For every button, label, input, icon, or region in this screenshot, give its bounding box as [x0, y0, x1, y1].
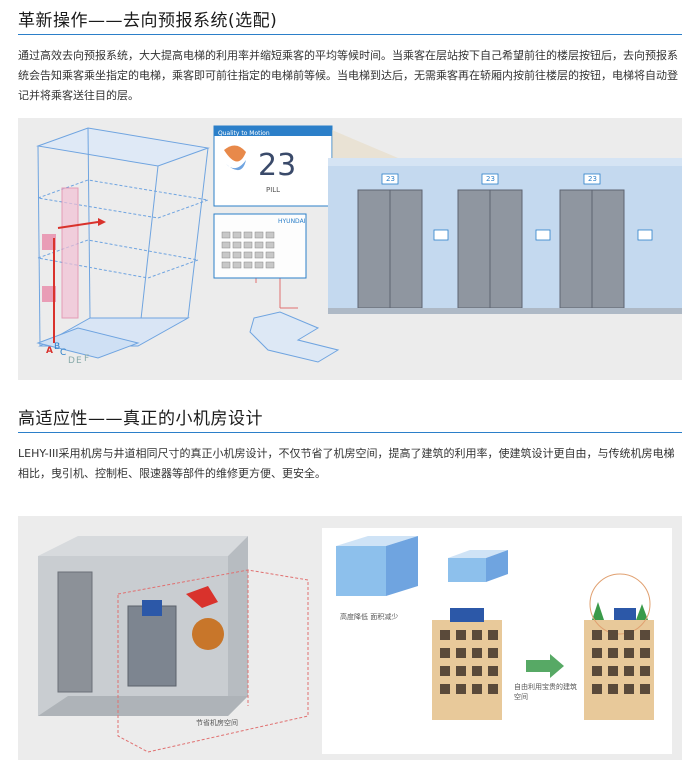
- motor-unit: [142, 600, 162, 616]
- destination-forecast-illustration: [36, 125, 682, 363]
- tree-icon: [592, 602, 604, 620]
- section2-title: 高适应性——真正的小机房设计: [18, 409, 263, 429]
- building-right: [584, 573, 654, 720]
- shaft-floor-plan: [36, 327, 140, 359]
- door-display-2: 23: [486, 175, 495, 183]
- floor-letter-e: E: [76, 356, 82, 366]
- governor-wheel: [192, 618, 224, 650]
- keypad-buttons: [221, 231, 275, 269]
- traction-machine: [127, 605, 177, 687]
- forecast-screen: [213, 125, 333, 207]
- green-arrow: [526, 654, 564, 678]
- machine-room-illustration: [38, 528, 672, 754]
- control-cabinet: [57, 571, 93, 693]
- floor-letter-b: B: [54, 342, 61, 352]
- roof-machine-room: [450, 608, 484, 622]
- room-saving-label: 节省机房空间: [196, 719, 238, 727]
- logo-icon: [224, 145, 246, 162]
- lobby-floor-plan: [249, 311, 340, 363]
- floor-letter-f: F: [84, 354, 90, 364]
- floor-letter-c: C: [60, 348, 67, 358]
- destination-forecast-figure: Quality to Motion 23 PILL HYUNDAI A B C …: [18, 118, 682, 380]
- floor-letter-a: A: [46, 346, 53, 356]
- free-space-label: 自由利用宝贵的建筑空间: [514, 683, 577, 701]
- car-marker-1: [42, 286, 56, 302]
- space-saving-outline: [117, 569, 309, 753]
- freed-space-circle: [589, 573, 651, 635]
- screen-sub-label: PILL: [266, 186, 281, 194]
- section2-body: LEHY-III采用机房与井道相同尺寸的真正小机房设计，不仅节省了机房空间，提高…: [18, 447, 675, 480]
- door-display-3: 23: [588, 175, 597, 183]
- keypad-header: HYUNDAI: [278, 218, 306, 225]
- elevator-bank: [328, 158, 682, 314]
- floor-letter-d: D: [68, 356, 75, 366]
- room-ceiling: [38, 536, 248, 556]
- screen-floor-number: 23: [258, 148, 297, 183]
- section1-divider: [18, 34, 682, 35]
- door-display-1: 23: [386, 175, 395, 183]
- shaft-wireframe: [36, 127, 210, 347]
- height-volume-boxes: [336, 536, 508, 596]
- route-arrow-1: [57, 221, 99, 229]
- small-machine-room-figure: 节省机房空间 高度降低 面积减少 自由利用宝贵的建筑空间: [18, 516, 682, 760]
- height-reduction-label: 高度降低 面积减少: [340, 613, 399, 621]
- screen-title: Quality to Motion: [218, 130, 270, 137]
- red-arrow: [186, 586, 218, 608]
- building-left: [432, 608, 502, 720]
- section1-title: 革新操作——去向预报系统(选配): [18, 11, 278, 31]
- section1-body: 通过高效去向预报系统，大大提高电梯的利用率并缩短乘客的平均等候时间。当乘客在层站…: [18, 49, 678, 102]
- car-marker-2: [42, 234, 56, 250]
- section2-divider: [18, 432, 682, 433]
